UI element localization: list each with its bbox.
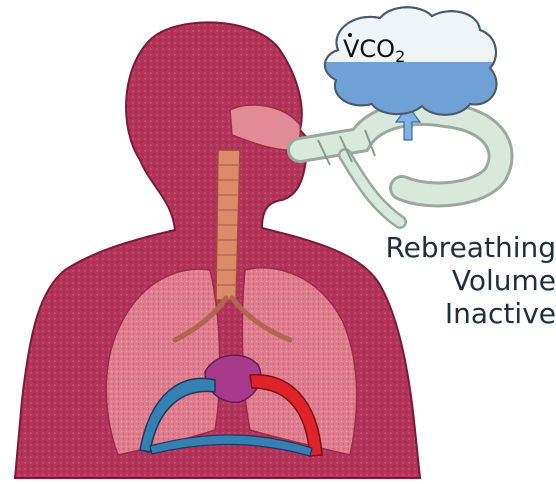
status-line-volume: Volume <box>452 264 556 297</box>
vdot-symbol: V <box>343 35 359 63</box>
co2-subscript: 2 <box>395 47 405 66</box>
status-line-rebreathing: Rebreathing <box>385 231 556 264</box>
co2-formula: CO <box>359 35 395 63</box>
rebreathing-circuit <box>300 113 501 222</box>
cloud-label: VCO2 <box>343 35 405 66</box>
status-line-inactive: Inactive <box>445 297 556 330</box>
